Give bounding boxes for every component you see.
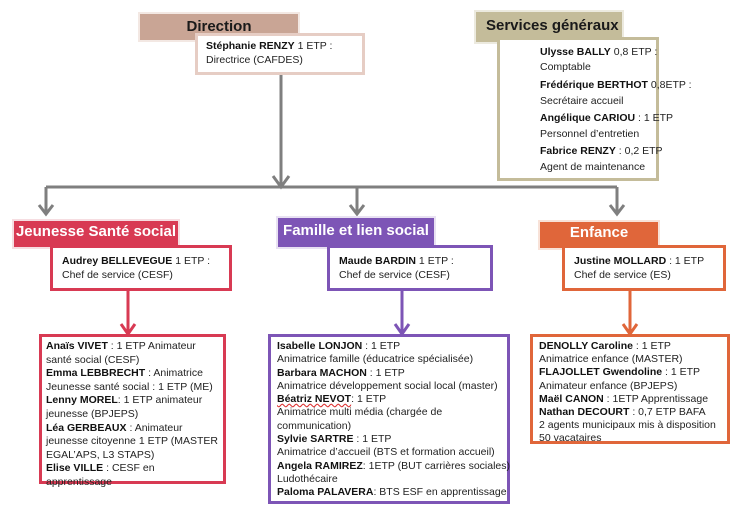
enfance-arrowhead bbox=[608, 204, 626, 217]
staff-role: Directrice (CAFDES) bbox=[206, 54, 303, 66]
team-member: DENOLLY Caroline : 1 ETP Animatrice enfa… bbox=[539, 340, 683, 366]
team-member: FLAJOLLET Gwendoline : 1 ETP Animateur e… bbox=[539, 366, 700, 392]
team-member: Léa GERBEAUX : Animateur jeunesse citoye… bbox=[46, 421, 218, 461]
famille-header: Famille et lien social bbox=[276, 216, 436, 249]
services-card: Ulysse BALLY 0,8 ETP : Comptable Frédéri… bbox=[497, 37, 692, 181]
team-member: Nathan DECOURT : 0,7 ETP BAFA bbox=[539, 406, 706, 419]
team-member: Anaïs VIVET : 1 ETP Animateur santé soci… bbox=[46, 340, 196, 366]
direction-title: Direction bbox=[186, 18, 252, 35]
team-member: Maël CANON : 1ETP Apprentissage bbox=[539, 392, 709, 405]
team-member: 50 vacataires bbox=[539, 432, 602, 445]
direction-card: Stéphanie RENZY 1 ETP : Directrice (CAFD… bbox=[195, 33, 365, 75]
team-member: Emma LEBBRECHT : Animatrice Jeunesse san… bbox=[46, 367, 213, 393]
staff-name: Stéphanie RENZY bbox=[206, 40, 295, 52]
famille-chef-card: Maude BARDIN 1 ETP : Chef de service (CE… bbox=[327, 245, 493, 291]
enfance-chef-card: Justine MOLLARD : 1 ETP Chef de service … bbox=[562, 245, 726, 291]
jeunesse-arrowhead bbox=[37, 204, 55, 217]
jeunesse-chef-card: Audrey BELLEVEGUE 1 ETP : Chef de servic… bbox=[50, 245, 232, 291]
team-member: 2 agents municipaux mis à disposition bbox=[539, 419, 716, 432]
famille-arrowhead bbox=[348, 204, 366, 217]
services-title: Services généraux bbox=[486, 17, 619, 34]
team-member: Lenny MOREL: 1 ETP animateur jeunesse (B… bbox=[46, 394, 203, 420]
enfance-team-card: DENOLLY Caroline : 1 ETP Animatrice enfa… bbox=[530, 334, 730, 444]
famille-team-card: Isabelle LONJON : 1 ETP Animatrice famil… bbox=[268, 334, 510, 504]
jeunesse-team-card: Anaïs VIVET : 1 ETP Animateur santé soci… bbox=[39, 334, 226, 488]
team-member: Elise VILLE : CESF en apprentissage bbox=[46, 462, 155, 488]
jeunesse-header: Jeunesse Santé social bbox=[12, 219, 180, 249]
